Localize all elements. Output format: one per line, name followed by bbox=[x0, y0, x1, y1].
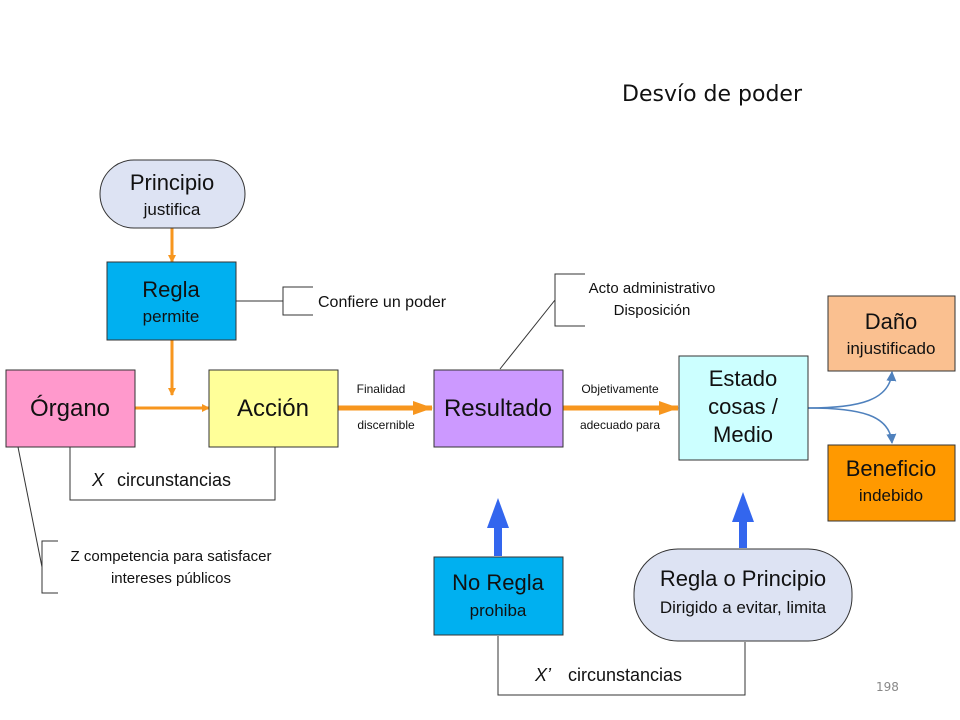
arrowhead-noregla bbox=[487, 498, 509, 528]
regla-principio-node: Regla o Principio Dirigido a evitar, lim… bbox=[633, 548, 853, 642]
dano-sublabel: injustificado bbox=[847, 339, 936, 358]
organo-node: Órgano bbox=[5, 369, 136, 448]
dano-label: Daño bbox=[865, 309, 918, 334]
resultado-label: Resultado bbox=[444, 395, 552, 422]
acto-bracket bbox=[554, 273, 585, 327]
principio-node: Principio justifica bbox=[99, 159, 246, 229]
accion-node: Acción bbox=[208, 369, 339, 448]
x-circ-var: X bbox=[91, 470, 105, 490]
regla-principio-sublabel: Dirigido a evitar, limita bbox=[660, 598, 827, 617]
no-regla-label: No Regla bbox=[452, 570, 544, 595]
z-text-1: Z competencia para satisfacer bbox=[71, 548, 272, 565]
arrow-estado-dano bbox=[807, 371, 897, 409]
arrowhead-reglaprincipio bbox=[732, 492, 754, 522]
x-circ-text: circunstancias bbox=[117, 470, 231, 490]
accion-label: Acción bbox=[237, 395, 309, 422]
estado-label-3: Medio bbox=[713, 422, 773, 447]
estado-label-2: cosas / bbox=[708, 394, 779, 419]
estado-node: Estado cosas / Medio bbox=[678, 355, 809, 461]
confiere-bracket bbox=[282, 286, 313, 316]
no-regla-node: No Regla prohiba bbox=[433, 556, 564, 636]
regla-sublabel: permite bbox=[143, 307, 200, 326]
regla-node: Regla permite bbox=[106, 261, 237, 341]
page-number: 198 bbox=[876, 680, 899, 694]
resultado-node: Resultado bbox=[433, 369, 564, 448]
arrow-estado-beneficio bbox=[807, 407, 897, 444]
z-text-2: intereses públicos bbox=[111, 570, 231, 587]
page-title: Desvío de poder bbox=[622, 82, 802, 107]
acto-connector bbox=[499, 299, 556, 370]
regla-label: Regla bbox=[142, 277, 200, 302]
xp-circ-bracket bbox=[497, 636, 746, 696]
objetivamente-text-2: adecuado para bbox=[580, 418, 660, 432]
regla-principio-label: Regla o Principio bbox=[660, 566, 826, 591]
acto-text-2: Disposición bbox=[614, 302, 691, 319]
organo-label: Órgano bbox=[30, 395, 110, 422]
beneficio-sublabel: indebido bbox=[859, 486, 923, 505]
beneficio-node: Beneficio indebido bbox=[827, 444, 956, 522]
acto-text-1: Acto administrativo bbox=[589, 280, 716, 297]
confiere-text: Confiere un poder bbox=[318, 294, 447, 311]
principio-label: Principio bbox=[130, 170, 214, 195]
z-bracket bbox=[41, 540, 58, 594]
principio-sublabel: justifica bbox=[143, 200, 201, 219]
finalidad-text-1: Finalidad bbox=[357, 382, 406, 396]
no-regla-sublabel: prohiba bbox=[470, 601, 527, 620]
objetivamente-text-1: Objetivamente bbox=[581, 382, 659, 396]
finalidad-text-2: discernible bbox=[357, 418, 415, 432]
z-connector bbox=[17, 446, 43, 568]
xp-circ-var: X’ bbox=[534, 665, 552, 685]
estado-label-1: Estado bbox=[709, 366, 778, 391]
xp-circ-text: circunstancias bbox=[568, 665, 682, 685]
beneficio-label: Beneficio bbox=[846, 456, 937, 481]
x-circ-bracket bbox=[69, 447, 276, 501]
dano-node: Daño injustificado bbox=[827, 295, 956, 372]
